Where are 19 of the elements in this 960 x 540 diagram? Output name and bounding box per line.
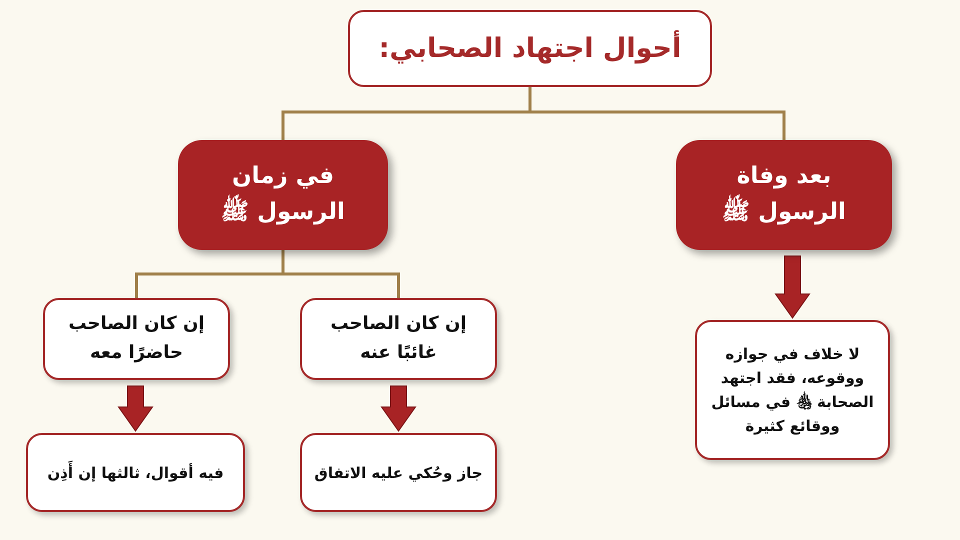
result-box	[26, 433, 245, 512]
title-box	[348, 10, 712, 87]
block-arrow	[118, 386, 154, 432]
box-text: بعد وفاة الرسول ﷺ	[721, 162, 847, 227]
box-text: إن كان الصاحب حاضرًا معه	[67, 312, 206, 365]
box-text: جاز وحُكي عليه الاتفاق	[314, 462, 483, 484]
category-box	[178, 140, 388, 250]
box-text: في زمان الرسول ﷺ	[220, 162, 346, 227]
box-text: فيه أقوال، ثالثها إن أَذِن	[47, 460, 224, 484]
category-box	[676, 140, 892, 250]
block-arrow	[774, 256, 810, 319]
condition-box	[43, 298, 230, 380]
result-box	[300, 433, 497, 512]
result-box	[695, 320, 890, 460]
block-arrow	[380, 386, 416, 432]
condition-box	[300, 298, 497, 380]
box-text: لا خلاف في جوازه ووقوعه، فقد اجتهد الصحابة ﵃ في مسائل ووقائع كثيرة	[710, 344, 875, 437]
box-text: إن كان الصاحب غائبًا عنه	[329, 312, 468, 365]
connector-line	[282, 87, 532, 140]
